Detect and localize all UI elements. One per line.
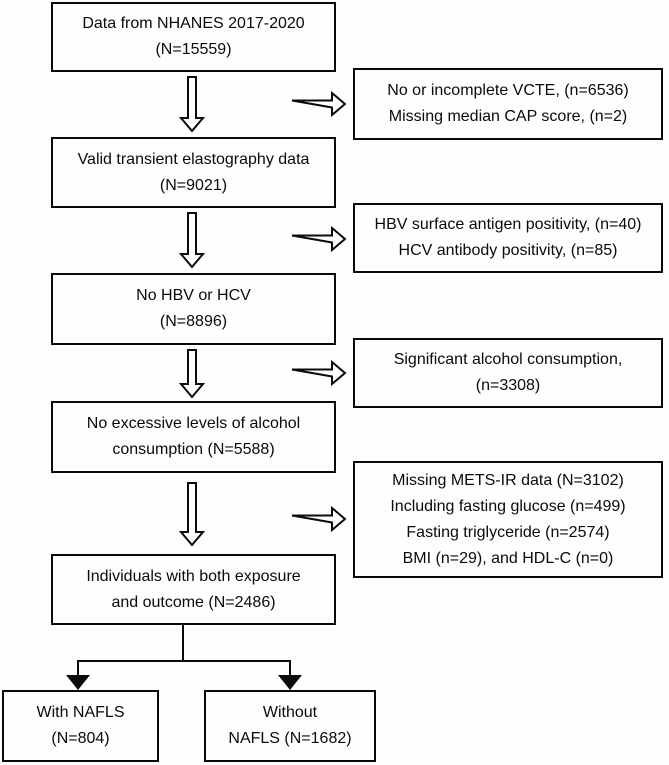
box-excluded-alcohol: Significant alcohol consumption, (n=3308… <box>353 338 663 408</box>
right-block-arrow-2-icon <box>291 225 347 253</box>
box-text-line: (n=3308) <box>475 377 541 394</box>
box-text-line: NAFLS (N=1682) <box>228 730 352 747</box>
box-text-line: Data from NHANES 2017-2020 <box>82 15 305 32</box>
box-text-line: HCV antibody positivity, (n=85) <box>398 242 618 259</box>
right-block-arrow-1-icon <box>291 90 347 118</box>
down-block-arrow-2-icon <box>178 212 206 269</box>
box-text-line: No or incomplete VCTE, (n=6536) <box>387 82 629 99</box>
box-nhanes-data: Data from NHANES 2017-2020 (N=15559) <box>51 2 336 72</box>
box-text-line: Missing METS-IR data (N=3102) <box>392 471 624 489</box>
right-block-arrow-3-icon <box>291 359 347 387</box>
down-block-arrow-4-icon <box>178 482 206 547</box>
box-text-line: Without <box>262 704 318 721</box>
right-block-arrow-4-icon <box>291 505 347 533</box>
box-text-line: Valid transient elastography data <box>77 150 310 168</box>
box-without-nafls: Without NAFLS (N=1682) <box>204 690 376 762</box>
box-text-line: No HBV or HCV <box>136 287 251 304</box>
branch-arrowhead-left-icon <box>66 675 90 690</box>
box-text-line: HBV surface antigen positivity, (n=40) <box>374 216 642 233</box>
box-exposure-outcome: Individuals with both exposure and outco… <box>51 554 336 625</box>
box-text-line: No excessive levels of alcohol <box>86 415 301 432</box>
box-text-line: With NAFLS <box>36 704 125 721</box>
box-excluded-mets-ir: Missing METS-IR data (N=3102) Including … <box>353 461 663 578</box>
box-with-nafls: With NAFLS (N=804) <box>2 690 159 762</box>
box-excluded-hepatitis: HBV surface antigen positivity, (n=40) H… <box>353 203 663 273</box>
box-text-line: (N=9021) <box>159 176 228 194</box>
box-no-hbv-hcv: No HBV or HCV (N=8896) <box>51 273 336 345</box>
box-text-line: BMI (n=29), and HDL-C (n=0) <box>402 549 614 567</box>
down-block-arrow-1-icon <box>178 76 206 133</box>
box-text-line: and outcome (N=2486) <box>111 593 276 611</box>
box-text-line: Individuals with both exposure <box>86 567 301 585</box>
box-text-line: Fasting triglyceride (n=2574) <box>406 523 610 541</box>
box-text-line: (N=15559) <box>155 41 232 58</box>
down-block-arrow-3-icon <box>178 349 206 399</box>
box-text-line: Missing median CAP score, (n=2) <box>388 108 628 125</box>
branch-arrowhead-right-icon <box>278 675 302 690</box>
box-text-line: (N=8896) <box>159 313 228 330</box>
box-valid-elastography: Valid transient elastography data (N=902… <box>51 137 336 208</box>
box-no-excessive-alcohol: No excessive levels of alcohol consumpti… <box>51 401 336 473</box>
box-text-line: Significant alcohol consumption, <box>393 351 623 368</box>
box-excluded-vcte: No or incomplete VCTE, (n=6536) Missing … <box>353 68 663 140</box>
branch-horizontal-line <box>77 660 291 676</box>
box-text-line: Including fasting glucose (n=499) <box>390 497 626 515</box>
box-text-line: consumption (N=5588) <box>112 441 275 458</box>
box-text-line: (N=804) <box>51 730 110 747</box>
